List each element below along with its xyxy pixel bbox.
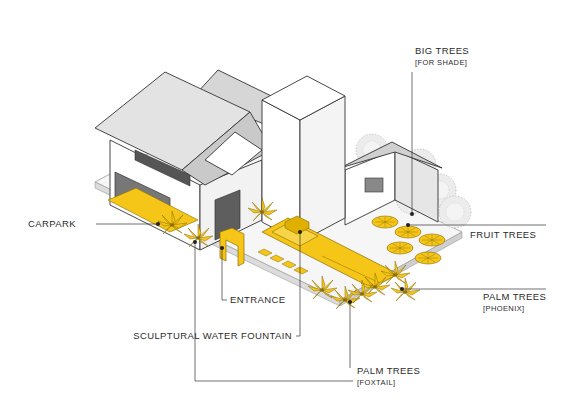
callout-label: PALM TREES	[483, 292, 546, 302]
callout-sublabel: [PHOENIX]	[483, 305, 525, 313]
callout-sublabel: [FOR SHADE]	[415, 59, 467, 67]
callout-label: BIG TREES	[415, 46, 469, 56]
callout-label: ENTRANCE	[230, 295, 285, 305]
leader-lines	[96, 72, 546, 381]
callout-label: SCULPTURAL WATER FOUNTAIN	[133, 331, 292, 341]
callout-sublabel: [FOXTAIL]	[357, 379, 395, 387]
callout-label: PALM TREES	[357, 366, 420, 376]
leader-dots	[156, 212, 414, 304]
callout-label: CARPARK	[28, 219, 76, 229]
callout-label: FRUIT TREES	[470, 230, 536, 240]
